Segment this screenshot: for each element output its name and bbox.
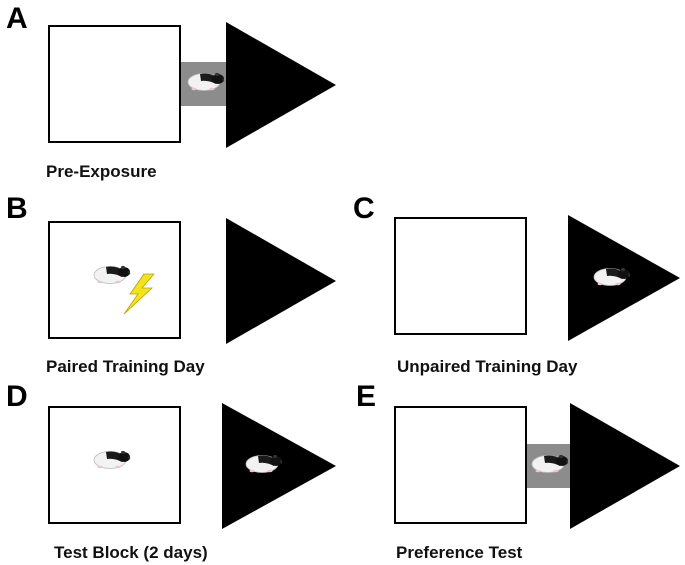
panel-letter-d: D <box>6 380 28 413</box>
white-chamber <box>394 217 527 335</box>
lightning-bolt-icon <box>123 273 155 315</box>
black-triangle-chamber <box>222 403 336 529</box>
black-triangle-chamber <box>570 403 680 529</box>
black-triangle-chamber <box>226 22 336 148</box>
panel-letter-b: B <box>6 192 28 225</box>
panel-letter-a: A <box>6 2 28 35</box>
caption-unpaired-training: Unpaired Training Day <box>397 357 578 376</box>
caption-pre-exposure: Pre-Exposure <box>46 162 157 181</box>
rat-icon <box>245 454 283 473</box>
white-chamber <box>48 25 181 143</box>
caption-test-block: Test Block (2 days) <box>54 543 208 562</box>
panel-letter-c: C <box>353 192 375 225</box>
black-triangle-chamber <box>226 218 336 344</box>
caption-paired-training: Paired Training Day <box>46 357 205 376</box>
rat-icon <box>531 454 569 473</box>
rat-icon <box>93 450 131 469</box>
rat-icon <box>593 267 631 286</box>
white-chamber <box>394 406 527 524</box>
panel-letter-e: E <box>356 380 377 413</box>
rat-icon <box>187 72 225 91</box>
caption-preference-test: Preference Test <box>396 543 523 562</box>
